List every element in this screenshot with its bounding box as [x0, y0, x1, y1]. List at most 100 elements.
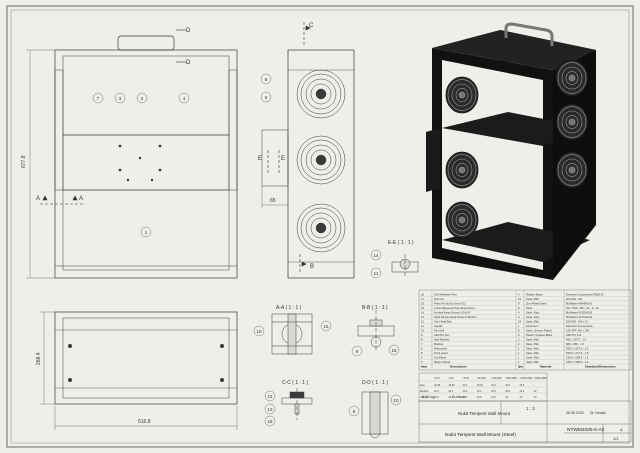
- bom-cell-qty: 1: [518, 360, 520, 364]
- balloon-9-dd: 9: [353, 409, 356, 414]
- tolerance-cell: ±0.1: [463, 384, 468, 387]
- bom-cell-item: 18: [421, 292, 424, 296]
- detail-cc-balloons: 12 13 18: [264, 390, 276, 427]
- bom-cell-desc: Self-Adhesive Feet: [434, 292, 457, 296]
- title-date: 06.05.2025: [566, 411, 584, 415]
- detail-cc-title: C-C ( 1 : 1 ): [282, 380, 308, 386]
- tolerance-cell: ±0.2: [434, 396, 439, 399]
- bom-cell-desc: Bottom Panel: [434, 360, 451, 364]
- front-balloon-group: 7 3 2 4 1: [92, 92, 190, 238]
- bom-cell-material: Steel, Mild: [526, 346, 539, 350]
- bom-cell-item: 8: [421, 337, 423, 341]
- tolerance-cell: ±1.2: [491, 396, 496, 399]
- sheet-border: [6, 5, 634, 448]
- title-sheet: 1/1: [613, 436, 619, 441]
- tolerance-col-header: >400-1000: [505, 377, 517, 380]
- balloon-1: 1: [145, 230, 148, 235]
- bom-cell-material: Steel, Mild: [526, 355, 539, 359]
- bom-cell-desc: ARCTIC Fan: [434, 333, 450, 337]
- bom-cell-desc: Front panel: [434, 351, 448, 355]
- bom-cell-qty: 1: [518, 355, 520, 359]
- bom-cell-desc: Side Bracket: [434, 337, 449, 341]
- tolerance-cell: ±0.05: [448, 384, 455, 387]
- bom-cell-std: DIN 933 - M4 x 12: [566, 319, 588, 323]
- tolerance-cell: ±4: [534, 396, 537, 399]
- tolerance-cell: ±2: [534, 390, 537, 393]
- tolerance-cell: ±0.5: [463, 396, 468, 399]
- render-top-shelf: [432, 30, 596, 70]
- render-fan-5: [555, 103, 589, 141]
- tolerance-cell: ±0.1: [448, 390, 453, 393]
- side-rear-panel: [261, 129, 289, 187]
- tolerance-cell: ±0.3: [448, 396, 453, 399]
- front-holes: [118, 144, 162, 182]
- balloon-13-cc: 13: [267, 407, 273, 412]
- bom-cell-desc: Hex Head Bolt: [434, 319, 452, 323]
- bottom-feet: [68, 344, 224, 382]
- bom-cell-material: Steel: [526, 306, 533, 310]
- bom-cell-material: Steel, Alloy: [526, 315, 540, 319]
- bom-cell-qty: 4: [518, 315, 520, 319]
- render-fan-3: [445, 201, 479, 239]
- bom-cell-material: Steel, Mild: [526, 319, 539, 323]
- bom-cell-item: 6: [421, 346, 423, 350]
- bom-cell-std: McMaster 94648A241: [566, 301, 593, 305]
- render-fan-6: [555, 151, 589, 189]
- tolerance-rows: 0.5-3>3-6>6-30>30-120>120-400>400-1000>1…: [419, 377, 547, 399]
- bom-header-material: Material: [540, 364, 552, 368]
- cut-label-b: B: [310, 264, 314, 270]
- bom-cell-item: 7: [421, 342, 423, 346]
- detail-aa-balloons: 10 15: [253, 320, 332, 337]
- tolerance-cell: ±0.3: [477, 390, 482, 393]
- title-drawing-number: NTWM2025-0-A2: [567, 427, 605, 433]
- bom-cell-desc: Fan Grill: [434, 328, 445, 332]
- bom-cell-item: 17: [421, 297, 424, 301]
- tolerance-cell: Medium: [420, 390, 429, 393]
- tolerance-col-header: >6-30: [463, 377, 470, 380]
- bom-cell-desc: Handle: [434, 324, 443, 328]
- bom-cell-desc: Rear panel: [434, 346, 448, 350]
- bom-cell-item: 11: [421, 324, 424, 328]
- title-rev: A: [620, 427, 623, 432]
- title-drawn-by: Dr. Kinetic: [590, 411, 606, 415]
- cut-label-c: C: [309, 23, 314, 29]
- detail-bb-balloons: 9 16: [351, 344, 400, 357]
- render-fans: [445, 59, 589, 239]
- bottom-view: [54, 311, 238, 405]
- bom-table: [418, 289, 632, 371]
- bom-cell-std: Essentra Components PB05-20: [566, 292, 604, 296]
- front-right-rail: [228, 69, 238, 191]
- handle-front: [117, 35, 175, 51]
- bom-cell-material: Zinc-Plated Steel: [526, 301, 547, 305]
- balloon-3: 3: [119, 96, 122, 101]
- tolerance-cell: ±0.05: [434, 384, 441, 387]
- bom-cell-item: 4: [421, 355, 423, 359]
- bom-cell-material: Plastic, Opaque Black: [526, 333, 553, 337]
- bom-cell-qty: 1: [518, 346, 520, 350]
- side-fan-1: [296, 69, 346, 119]
- bom-cell-item: 9: [421, 333, 423, 337]
- bom-header-desc: Description: [450, 364, 467, 368]
- bom-cell-std: 236.5 x 508.6 - 1.5: [566, 360, 589, 364]
- bom-cell-desc: Steel Socket Head Screw 6-32x1/4": [434, 315, 477, 319]
- bom-cell-desc: Top Panel: [434, 355, 446, 359]
- cut-label-d-lower: D: [186, 60, 191, 66]
- detail-ee: [391, 254, 419, 276]
- bom-cell-std: 535.5 x 672.5 - 1.5: [566, 351, 589, 355]
- tolerance-col-header: >120-400: [491, 377, 502, 380]
- bom-cell-std: Essentra Components: [566, 324, 593, 328]
- title-weight: 8.09 kg: [422, 395, 434, 399]
- bom-cell-qty: 4: [518, 310, 520, 314]
- bom-cell-qty: 1: [518, 351, 520, 355]
- tolerance-cell: ±0.15: [477, 384, 484, 387]
- bom-cell-qty: 24: [518, 319, 521, 323]
- bom-cell-desc: Knurled Head Screw 6-32x1/4": [434, 310, 471, 314]
